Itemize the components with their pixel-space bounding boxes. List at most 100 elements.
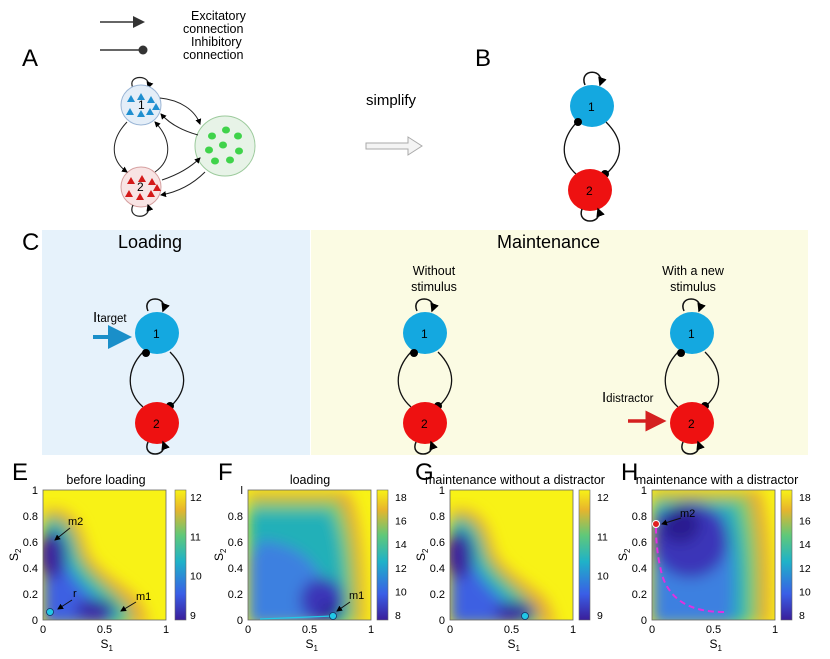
heatmap-g-xtick: 1 xyxy=(570,624,576,636)
colorbar-h xyxy=(780,489,793,621)
colorbar-f-tick: 10 xyxy=(395,586,407,598)
heatmap-g-xlabel: S1 xyxy=(508,637,521,653)
heatmap-e-title: before loading xyxy=(66,473,145,487)
panel-letter-f: F xyxy=(218,459,233,486)
panel-letter-h: H xyxy=(621,459,638,486)
heatmap-h-trajectory xyxy=(655,525,725,613)
heatmap-f-xtick: 0.5 xyxy=(302,624,317,636)
colorbar-h-tick: 12 xyxy=(799,563,811,575)
panel-d-network-right: 1 2 xyxy=(664,298,720,455)
heatmap-h: maintenance with a distractor m2 xyxy=(636,473,799,621)
node-1-label: 1 xyxy=(153,327,160,341)
population-2-label: 2 xyxy=(137,180,144,194)
node-1 xyxy=(670,312,714,354)
maintenance-background xyxy=(311,230,808,455)
colorbar-f-tick: 16 xyxy=(395,516,407,528)
heatmap-h-ytick: 0 xyxy=(641,615,647,627)
heatmap-h-ytick: 0.8 xyxy=(632,511,647,523)
heatmap-g-ytick: 0.2 xyxy=(430,589,445,601)
node-1-label: 1 xyxy=(688,327,695,341)
node-2-label: 2 xyxy=(586,184,593,198)
node-1 xyxy=(570,85,614,127)
colorbar-h-tick: 14 xyxy=(799,539,811,551)
simplify-label: simplify xyxy=(366,92,417,109)
node-2 xyxy=(135,402,179,444)
colorbar-g-tick: 11 xyxy=(597,531,608,543)
loading-title: Loading xyxy=(118,232,182,252)
colorbar-h-tick: 18 xyxy=(799,492,811,504)
colorbar-f-tick: 14 xyxy=(395,539,407,551)
colorbar-g-tick: 12 xyxy=(597,492,609,504)
heatmap-e-xtick: 0 xyxy=(40,624,46,636)
panel-d-network-left: 1 2 xyxy=(397,298,453,455)
population-1-label: 1 xyxy=(138,98,145,112)
panel-letter-b: B xyxy=(475,45,491,72)
heatmap-f-ylabel: S2 xyxy=(212,548,228,561)
heatmap-h-annot-m2: m2 xyxy=(680,508,695,520)
heatmap-g-ytick: 0.6 xyxy=(430,537,445,549)
heatmap-f-marker xyxy=(329,612,337,620)
heatmap-f-ytick: 0 xyxy=(237,615,243,627)
heatmap-f-xlabel: S1 xyxy=(306,637,319,653)
heatmap-f-ytick: l xyxy=(241,485,243,497)
heatmap-e-ytick: 0 xyxy=(32,615,38,627)
panel-letter-g: G xyxy=(415,459,434,486)
heatmap-e-xlabel: S1 xyxy=(101,637,114,653)
heatmap-g-ytick: 0.4 xyxy=(430,563,445,575)
heatmap-h-xlabel: S1 xyxy=(710,637,723,653)
colorbar-g-tick: 9 xyxy=(597,610,603,622)
heatmap-e-ytick: 0.2 xyxy=(23,589,38,601)
colorbar-e xyxy=(174,489,187,621)
heatmap-g-title: maintenance without a distractor xyxy=(425,473,605,487)
colorbar-g-tick: 10 xyxy=(597,571,609,583)
heatmap-f-ytick: 0.8 xyxy=(228,511,243,523)
node-2 xyxy=(403,402,447,444)
heatmap-f-title: loading xyxy=(290,473,330,487)
inhibitory-legend-dot xyxy=(138,45,148,55)
node-2-label: 2 xyxy=(153,417,160,431)
colorbar-h-tick: 8 xyxy=(799,610,805,622)
heatmap-h-ytick: 0.4 xyxy=(632,563,647,575)
node-2 xyxy=(670,402,714,444)
heatmap-e-marker xyxy=(46,608,54,616)
heatmap-e-xtick: 1 xyxy=(163,624,169,636)
node-1-label: 1 xyxy=(421,327,428,341)
colorbar-f-tick: 8 xyxy=(395,610,401,622)
heatmap-f-xtick: 1 xyxy=(368,624,374,636)
node-1 xyxy=(403,312,447,354)
heatmap-g-ylabel: S2 xyxy=(414,548,430,561)
heatmap-h-xtick: 0 xyxy=(649,624,655,636)
heatmap-h-ytick: 0.6 xyxy=(632,537,647,549)
panel-c-network: 1 2 xyxy=(129,298,185,455)
heatmap-f: loading m1 xyxy=(247,473,372,621)
heatmap-e-annot-m1: m1 xyxy=(136,591,151,603)
heatmap-e-xtick: 0.5 xyxy=(97,624,112,636)
heatmap-f-annot-m1: m1 xyxy=(349,590,364,602)
panel-letter-e: E xyxy=(12,459,28,486)
target-input-label: Itarget xyxy=(93,309,127,326)
colorbar-f-tick: 18 xyxy=(395,492,407,504)
colorbar-h-tick: 10 xyxy=(799,586,811,598)
heatmap-h-marker xyxy=(652,520,660,528)
colorbar-f xyxy=(376,489,389,621)
node-2-label: 2 xyxy=(421,417,428,431)
heatmap-h-title: maintenance with a distractor xyxy=(636,473,799,487)
heatmap-h-xtick: 1 xyxy=(772,624,778,636)
heatmap-h-ytick: 1 xyxy=(641,485,647,497)
node-1 xyxy=(135,312,179,354)
heatmap-e-annot-m2: m2 xyxy=(68,516,83,528)
colorbar-e-tick: 12 xyxy=(190,492,202,504)
heatmap-g-ytick: 0.8 xyxy=(430,511,445,523)
colorbar-h-tick: 16 xyxy=(799,516,811,528)
heatmap-e: before loading m2 r m1 xyxy=(42,473,167,621)
panel-a-network: 1 2 xyxy=(113,76,256,217)
heatmap-e-annot-r: r xyxy=(73,588,77,600)
heatmap-g-ytick: 0 xyxy=(439,615,445,627)
node-2 xyxy=(568,169,612,211)
heatmap-f-ytick: 0.4 xyxy=(228,563,243,575)
